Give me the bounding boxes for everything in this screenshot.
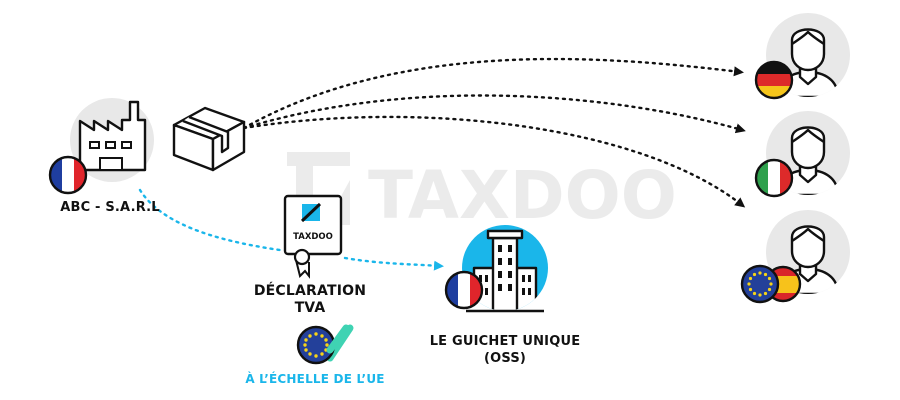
factory-icon	[70, 98, 154, 182]
company-label: ABC - S.A.R.L	[60, 200, 160, 215]
france-flag-icon	[48, 155, 88, 195]
route-to-italy	[242, 94, 746, 134]
oss-building-icon	[462, 225, 548, 313]
france-flag-icon	[444, 270, 484, 310]
germany-flag-icon	[754, 60, 794, 100]
italy-flag-icon	[754, 158, 794, 198]
route-company-to-declaration	[138, 188, 282, 252]
eu-check-icon	[296, 324, 354, 365]
certificate-icon: TAXDOO	[283, 194, 343, 279]
oss-label: LE GUICHET UNIQUE (OSS)	[415, 333, 595, 367]
declaration-label: DÉCLARATION TVA	[240, 283, 380, 317]
watermark-text: TAXDOO	[368, 157, 677, 234]
oss-label-line2: (OSS)	[483, 351, 527, 366]
route-to-eu	[242, 115, 746, 208]
customer-eu-spain	[740, 210, 850, 304]
declaration-routes	[138, 188, 444, 271]
customer-germany	[754, 13, 850, 100]
eu-scope-label: À L’ÉCHELLE DE L’UE	[245, 372, 385, 386]
eu-flag-icon	[740, 264, 780, 304]
oss-label-line1: LE GUICHET UNIQUE	[429, 334, 581, 349]
watermark: TAXDOO	[287, 152, 677, 234]
declaration-label-line2: TVA	[294, 300, 326, 316]
shipment-routes	[242, 57, 746, 208]
route-declaration-to-oss	[343, 256, 444, 271]
certificate-brand: TAXDOO	[293, 232, 333, 242]
person-icon	[776, 225, 840, 294]
package-icon	[172, 106, 246, 172]
declaration-label-line1: DÉCLARATION	[253, 283, 367, 299]
route-to-germany	[242, 57, 744, 130]
customer-italy	[754, 111, 850, 198]
